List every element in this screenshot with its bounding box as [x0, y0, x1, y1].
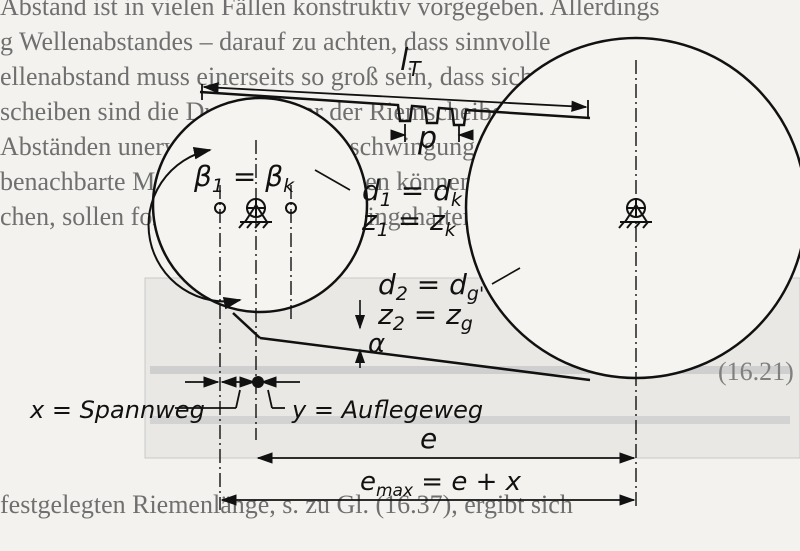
- formula-number: (16.21): [718, 357, 794, 386]
- label-z1: z1 = zk: [361, 204, 457, 241]
- label-p: p: [417, 121, 437, 156]
- dimension-p: [390, 124, 474, 142]
- bg-text-line-1: Abstand ist in vielen Fällen konstruktiv…: [0, 0, 660, 21]
- label-y-auflegeweg: y = Auflegeweg: [291, 396, 483, 424]
- bg-text-line-2: g Wellenabstandes – darauf zu achten, da…: [0, 27, 551, 56]
- dimension-lT: [201, 82, 589, 118]
- label-beta: β1 = βk: [193, 160, 295, 197]
- label-e: e: [420, 422, 437, 455]
- label-d2: d2 = dg': [378, 268, 484, 305]
- label-alpha: α: [368, 329, 385, 359]
- label-z2: z2 = zg: [377, 298, 473, 335]
- leader-d2: [491, 267, 521, 285]
- tension-point: [252, 376, 264, 388]
- label-x-spannweg: x = Spannweg: [29, 396, 205, 424]
- leader-d1: [314, 169, 351, 191]
- dimension-xy: [175, 376, 300, 409]
- wrap-angle-arc: [147, 147, 242, 310]
- label-d1: d1 = dk: [362, 174, 463, 211]
- label-emax: emax = e + x: [360, 467, 522, 501]
- label-lT: lT: [400, 43, 422, 81]
